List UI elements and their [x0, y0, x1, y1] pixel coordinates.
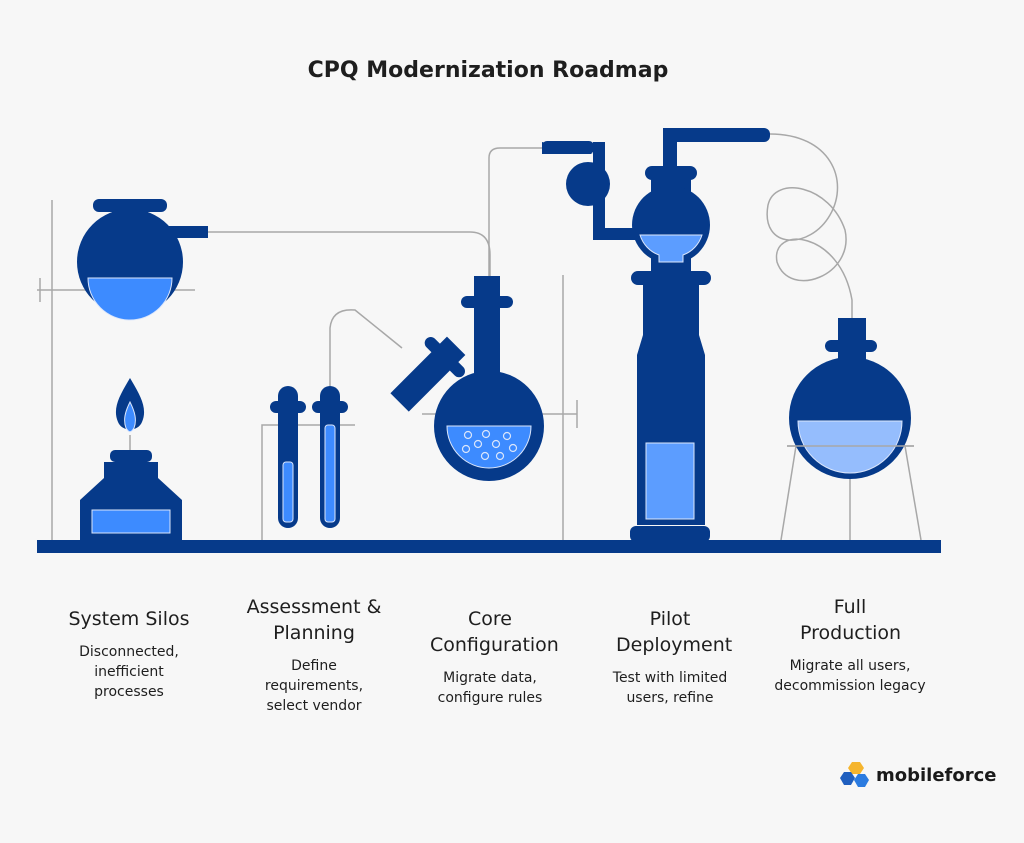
stage-pilot-deployment: Pilot Deployment Test with limited users…	[580, 606, 760, 708]
pilot-column-liquid	[645, 442, 695, 520]
stage-title: Core Configuration	[430, 608, 559, 656]
stage-system-silos: System Silos Disconnected, inefficient p…	[39, 606, 219, 702]
burner-fuel	[91, 509, 171, 534]
pilot-bulb-liquid	[639, 234, 703, 263]
stage-title: System Silos	[68, 608, 190, 630]
stage-title: Full Production	[800, 596, 902, 644]
mobileforce-logo-icon	[840, 762, 869, 787]
brand-logo: mobileforce	[838, 760, 997, 790]
stage-core-configuration: Core Configuration Migrate data, configu…	[400, 606, 580, 708]
stage-title: Pilot Deployment	[616, 608, 733, 656]
bench-base	[37, 540, 941, 553]
stage-full-production: Full Production Migrate all users, decom…	[760, 594, 940, 696]
retort-liquid	[87, 277, 173, 321]
test-tube-2-liquid	[324, 424, 336, 523]
brand-name: mobileforce	[876, 764, 997, 786]
stage-description: Test with limited users, refine	[612, 670, 728, 706]
tube-retort-to-flask	[208, 231, 491, 276]
production-flask-liquid	[797, 420, 903, 474]
stage-description: Disconnected, inefficient processes	[79, 644, 179, 700]
test-tube-1-liquid	[282, 461, 294, 523]
bubbles	[461, 429, 518, 461]
stage-assessment-planning: Assessment & Planning Define requirement…	[224, 594, 404, 716]
page-title: CPQ Modernization Roadmap	[307, 58, 669, 83]
tube-flask-to-pilot	[488, 147, 545, 276]
stage-title: Assessment & Planning	[246, 596, 382, 644]
coil-tube	[766, 133, 853, 318]
flame-core	[124, 400, 136, 433]
stage-description: Define requirements, select vendor	[264, 658, 364, 714]
stage-description: Migrate data, configure rules	[437, 670, 543, 706]
small-bulb	[566, 162, 610, 206]
stage-description: Migrate all users, decommission legacy	[774, 658, 926, 694]
tube-testtube-to-flask	[329, 309, 403, 386]
